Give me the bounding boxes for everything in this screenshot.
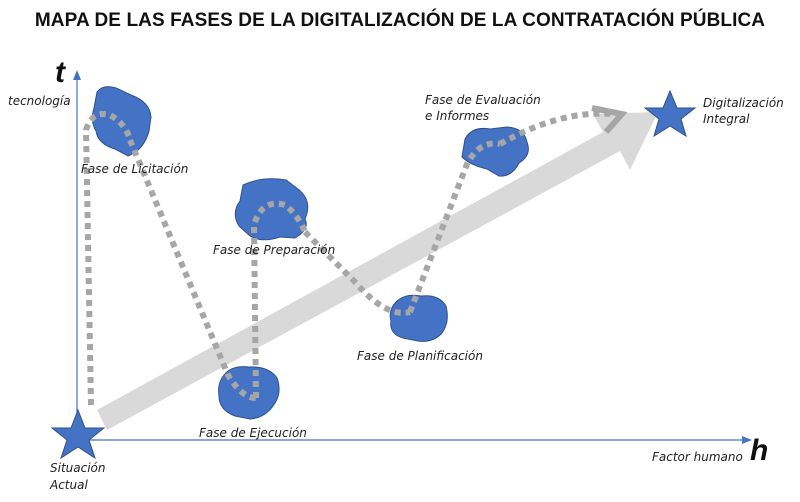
label-fase-preparacion: Fase de Preparación [213, 243, 336, 257]
label-goal-line2: Integral [703, 112, 750, 126]
y-axis-arrowhead [73, 70, 81, 80]
path-planificacion-to-evaluacion [407, 140, 501, 314]
x-axis-label: Factor humano [652, 450, 743, 464]
label-start-line2: Actual [50, 478, 88, 492]
x-axis-symbol: h [750, 434, 769, 467]
x-axis-arrowhead [742, 436, 752, 444]
label-fase-licitacion: Fase de Licitación [81, 162, 189, 176]
page-title: MAPA DE LAS FASES DE LA DIGITALIZACIÓN D… [34, 10, 766, 31]
label-goal-line1: Digitalización [703, 96, 784, 110]
y-axis-symbol: t [55, 56, 65, 89]
y-axis-label: tecnología [8, 94, 71, 108]
label-fase-ejecucion: Fase de Ejecución [199, 426, 307, 440]
path-evaluacion-to-goal [498, 110, 613, 147]
blob-planificacion [389, 294, 448, 342]
blob-evaluacion [461, 126, 529, 177]
label-fase-planificacion: Fase de Planificación [357, 349, 483, 363]
goal-star-icon [643, 89, 697, 138]
blob-ejecucion [218, 366, 280, 420]
start-star-icon [50, 408, 106, 460]
label-fase-evaluacion-line2: e Informes [425, 109, 490, 123]
progress-arrow [97, 112, 658, 430]
path-start-to-licitacion [82, 111, 133, 406]
path-end-arrowhead [591, 105, 628, 134]
label-start-line1: Situación [50, 461, 106, 475]
path-preparacion-to-planificacion [302, 229, 411, 316]
label-fase-evaluacion-line1: Fase de Evaluación [425, 93, 541, 107]
blob-preparacion [234, 178, 309, 241]
